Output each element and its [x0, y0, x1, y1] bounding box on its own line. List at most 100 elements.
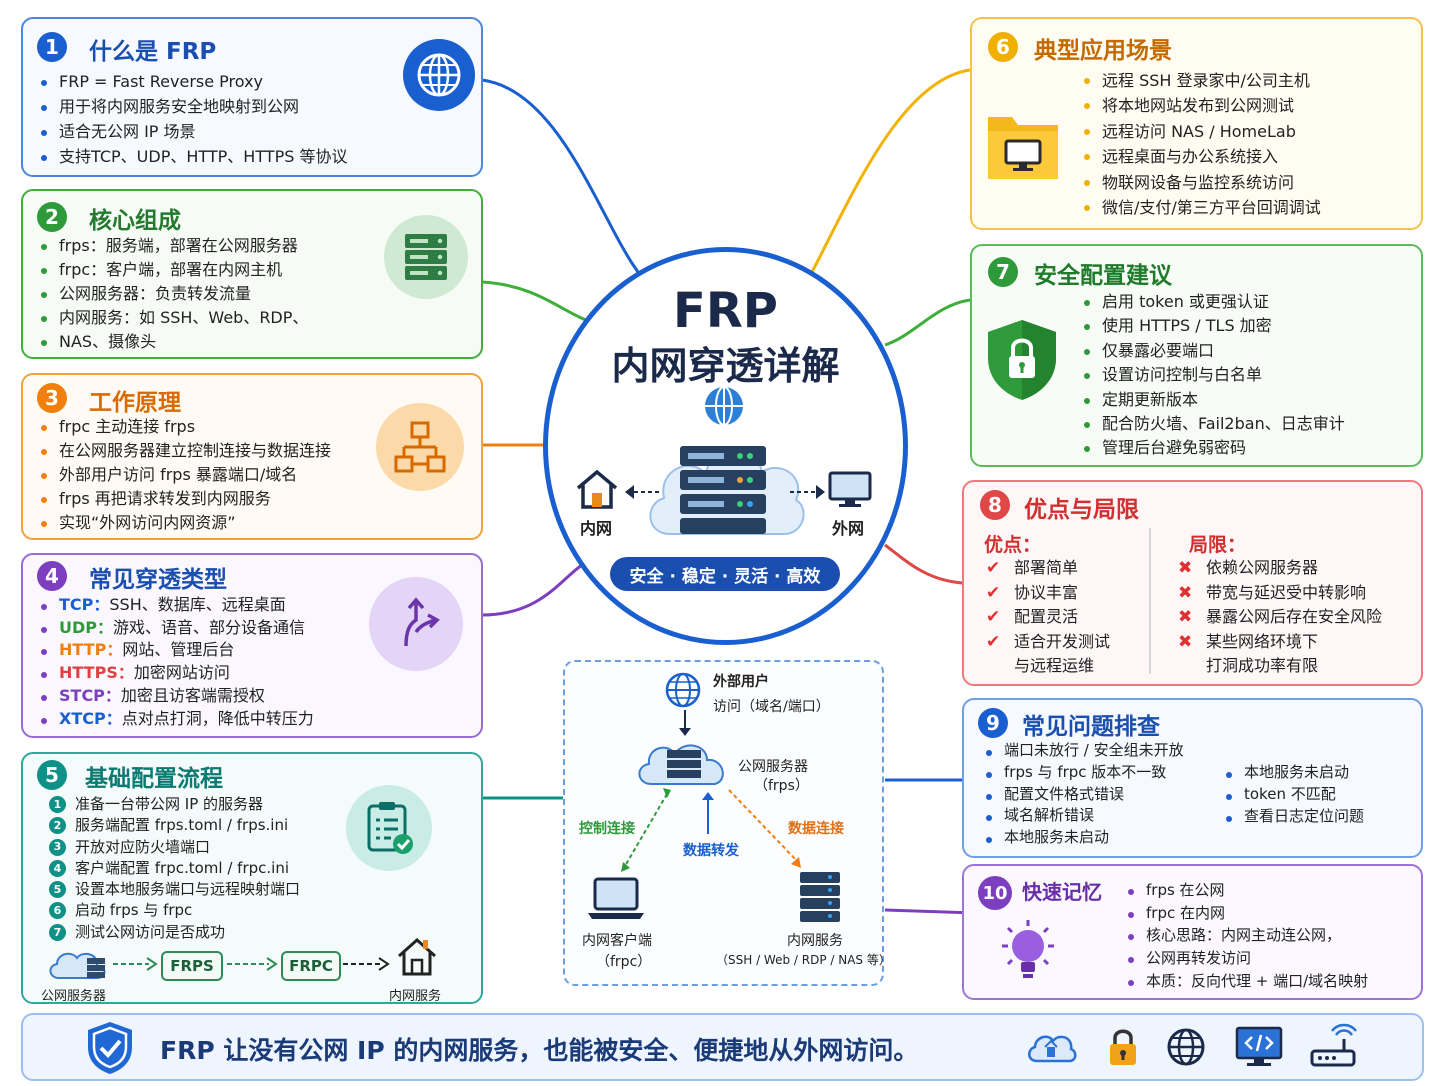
flow-arrow [113, 957, 158, 971]
protocol-desc: 游戏、语音、部分设备通信 [113, 617, 306, 637]
protocol-name: HTTP： [59, 640, 123, 660]
list-item: frps：服务端，部署在公网服务器 [37, 234, 308, 258]
globe-icon [1166, 1027, 1206, 1071]
list-item: 定期更新版本 [1080, 388, 1345, 412]
section-list: TCP：SSH、数据库、远程桌面 UDP：游戏、语音、部分设备通信 HTTP：网… [37, 594, 314, 730]
bottom-banner [21, 1013, 1424, 1081]
section-number: 7 [988, 257, 1018, 287]
list-item: 适合无公网 IP 场景 [37, 120, 347, 144]
list-item: 远程访问 NAS / HomeLab [1080, 119, 1321, 144]
list-item: 远程 SSH 登录家中/公司主机 [1080, 68, 1321, 93]
troubleshoot-list-left: 端口未放行 / 安全组未开放 frps 与 frpc 版本不一致 配置文件格式错… [982, 740, 1184, 849]
cons-text: 依赖公网服务器 [1206, 558, 1319, 577]
pros-list: ✔部署简单 ✔协议丰富 ✔配置灵活 ✔适合开发测试 与远程运维 [982, 556, 1110, 679]
list-item: TCP：SSH、数据库、远程桌面 [37, 594, 314, 617]
pros-text: 适合开发测试 [1014, 631, 1111, 651]
center-label-internet: 外网 [832, 519, 865, 538]
list-item: frpc：客户端，部署在内网主机 [37, 258, 308, 282]
section-title: 常见穿透类型 [89, 567, 227, 593]
flow-label-intranet-service: 内网服务 [389, 989, 442, 1004]
cons-text: 某些网络环境下 [1206, 631, 1319, 651]
house-icon [574, 468, 620, 514]
topo-data-forward: 数据转发 [683, 843, 739, 859]
flow-arrow [227, 957, 278, 971]
section-number: 5 [37, 760, 67, 790]
shield-lock-icon [986, 318, 1058, 406]
section-quick-memory: 10 快速记忆 frps 在公网 frpc 在内网 核心思路：内网主动连公网， … [962, 864, 1423, 1000]
list-item: frpc 在内网 [1124, 902, 1368, 925]
section-number: 6 [988, 32, 1018, 62]
clipboard-check-icon [346, 785, 432, 871]
step-number: 6 [49, 902, 66, 920]
list-item: 本地服务未启动 [982, 827, 1184, 849]
topo-links [621, 788, 801, 872]
globe-icon [403, 39, 475, 111]
step-text: 服务端配置 frps.toml / frps.ini [75, 816, 289, 835]
flow-box-frpc: FRPC [281, 951, 341, 981]
flow-label-public-server: 公网服务器 [41, 989, 107, 1004]
list-item-continued: NAS、摄像头 [37, 330, 308, 354]
cons-list: ✖依赖公网服务器 ✖带宽与延迟受中转影响 ✖暴露公网后存在安全风险 ✖某些网络环… [1174, 556, 1382, 679]
list-item: STCP：加密且访客端需授权 [37, 685, 314, 708]
section-title: 安全配置建议 [1034, 263, 1172, 289]
list-item: 启用 token 或更强认证 [1080, 290, 1345, 314]
list-item: 设置访问控制与白名单 [1080, 363, 1345, 387]
cons-item: ✖带宽与延迟受中转影响 [1174, 581, 1382, 606]
list-item: token 不匹配 [1222, 784, 1364, 806]
list-item: 微信/支付/第三方平台回调调试 [1080, 195, 1321, 220]
step-number: 2 [49, 817, 66, 835]
folder-monitor-icon [986, 107, 1060, 187]
protocol-name: XTCP： [59, 708, 122, 728]
cloud-icon [1025, 1029, 1077, 1069]
flow-arrow [343, 957, 390, 971]
section-title: 优点与局限 [1024, 497, 1139, 523]
list-item: 实现“外网访问内网资源” [37, 511, 331, 535]
center-subtitle: 内网穿透详解 [611, 344, 840, 388]
list-item: 支持TCP、UDP、HTTP、HTTPS 等协议 [37, 145, 347, 169]
center-label-intranet: 内网 [580, 519, 613, 538]
cons-text: 暴露公网后存在安全风险 [1206, 607, 1383, 626]
list-item: 使用 HTTPS / TLS 加密 [1080, 314, 1345, 338]
cons-title: 局限： [1189, 534, 1247, 556]
list-item: frps 与 frpc 版本不一致 [982, 762, 1184, 784]
protocol-desc: 点对点打洞，降低中转压力 [121, 708, 314, 728]
section-title: 什么是 FRP [89, 39, 217, 65]
section-number: 4 [37, 561, 67, 591]
lock-icon [1107, 1027, 1139, 1071]
topo-arrow-down [679, 710, 691, 736]
cross-icon: ✖ [1178, 558, 1193, 578]
section-security-advice: 7 安全配置建议 启用 token 或更强认证 使用 HTTPS / TLS 加… [970, 244, 1423, 467]
server-rack-icon [796, 870, 844, 928]
check-icon: ✔ [986, 631, 1001, 652]
pros-item: ✔ 适合开发测试 [982, 630, 1110, 655]
step-number: 3 [49, 838, 66, 856]
cons-text: 带宽与延迟受中转影响 [1206, 582, 1367, 602]
code-monitor-icon [1234, 1025, 1284, 1073]
list-item: frps 在公网 [1124, 879, 1368, 902]
pros-text: 与远程运维 [1014, 656, 1095, 675]
topo-control-connection: 控制连接 [579, 821, 635, 837]
section-number: 8 [980, 490, 1010, 520]
pros-text: 部署简单 [1014, 558, 1079, 577]
house-icon [395, 936, 439, 982]
check-icon: ✔ [986, 582, 1001, 603]
list-item: frps 再把请求转发到内网服务 [37, 487, 331, 511]
list-item: 管理后台避免弱密码 [1080, 436, 1345, 460]
topo-access-domain-port: 访问（域名/端口） [713, 699, 830, 715]
pros-text: 配置灵活 [1014, 607, 1079, 626]
section-number: 3 [37, 383, 67, 413]
laptop-icon [586, 875, 646, 925]
monitor-icon [827, 470, 873, 514]
list-item: 内网服务：如 SSH、Web、RDP、 [37, 306, 308, 330]
cons-item-continued: 打洞成功率有限 [1174, 654, 1382, 679]
topo-public-server: 公网服务器 [738, 759, 808, 775]
list-item: 公网服务器：负责转发流量 [37, 282, 308, 306]
step-item: 2 服务端配置 frps.toml / frps.ini [49, 815, 300, 836]
list-item: 端口未放行 / 安全组未开放 [982, 740, 1184, 762]
section-number: 1 [37, 32, 67, 62]
cloud-server-icon [45, 944, 111, 988]
